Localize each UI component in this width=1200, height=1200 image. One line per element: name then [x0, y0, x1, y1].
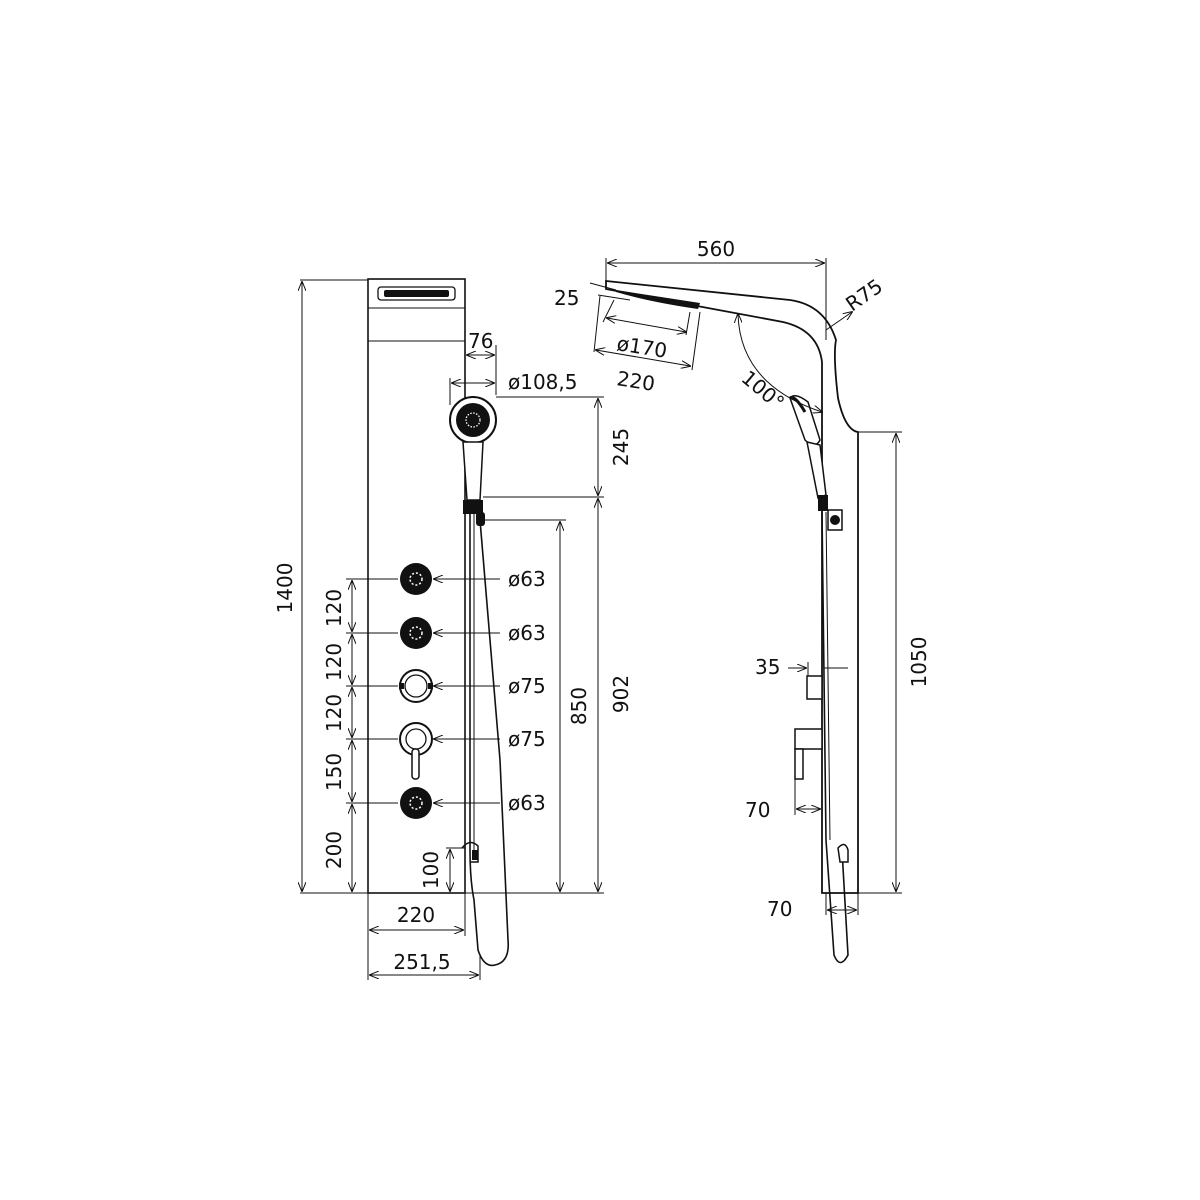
diameter-label: ø75	[508, 727, 546, 751]
bottom-outlet-height-label: 100	[419, 851, 443, 889]
handshower-height-label: 245	[609, 428, 633, 466]
arm-angle-label: 100°	[737, 365, 789, 414]
overall-height-label: 1400	[273, 563, 297, 614]
panel-width-label: 220	[397, 903, 435, 927]
bottom-depth-label: 70	[767, 897, 792, 921]
wall-height-label: 1050	[907, 637, 931, 688]
body-jet-icon	[400, 563, 432, 595]
spacing-label: 120	[322, 694, 346, 732]
hose-length-label: 850	[567, 687, 591, 725]
diameter-label: ø63	[508, 621, 546, 645]
diameter-label: ø63	[508, 567, 546, 591]
outlet-diameter-callouts: ø63 ø63 ø75 ø75 ø63	[434, 567, 546, 815]
mixer-depth-label: 70	[745, 798, 770, 822]
diverter-knob-icon	[399, 669, 433, 703]
holder-height-label: 902	[609, 675, 633, 713]
arm-length-label: 560	[697, 237, 735, 261]
shower-hose	[469, 514, 510, 967]
head-thickness-label: 25	[554, 286, 579, 310]
spacing-label: 150	[322, 753, 346, 791]
hose-connector-icon	[461, 841, 479, 863]
handshower-offset-label: 76	[468, 329, 493, 353]
hose-connector-side-icon	[837, 843, 849, 863]
body-jet-icon	[400, 787, 432, 819]
spacing-label: 120	[322, 643, 346, 681]
bend-radius-label: R75	[841, 274, 887, 316]
handshower-diameter-label: ø108,5	[508, 370, 578, 394]
side-view: 560 25 ø170 220 R75 100° 35 70	[554, 237, 931, 964]
waterfall-outlet-icon	[377, 286, 456, 301]
diverter-valve-icon	[806, 675, 823, 700]
front-view: 1400 120 120 120 150 200	[273, 278, 633, 980]
mixer-lever-icon	[399, 722, 433, 780]
head-length-label: 220	[615, 366, 656, 396]
body-jet-icon	[400, 617, 432, 649]
spacing-label: 120	[322, 589, 346, 627]
panel-outline	[367, 278, 466, 894]
shower-hose-side	[821, 511, 849, 964]
hand-shower-icon	[449, 396, 497, 526]
total-width-label: 251,5	[393, 950, 450, 974]
diameter-label: ø63	[508, 791, 546, 815]
spacing-label: 200	[322, 831, 346, 869]
rain-head-icon	[616, 290, 700, 309]
mixer-valve-icon	[794, 728, 823, 780]
outlet-spacing-dimension: 120 120 120 150 200	[322, 578, 398, 894]
diameter-label: ø75	[508, 674, 546, 698]
arm-angle-arc	[738, 314, 822, 412]
valve-depth-label: 35	[755, 655, 780, 679]
